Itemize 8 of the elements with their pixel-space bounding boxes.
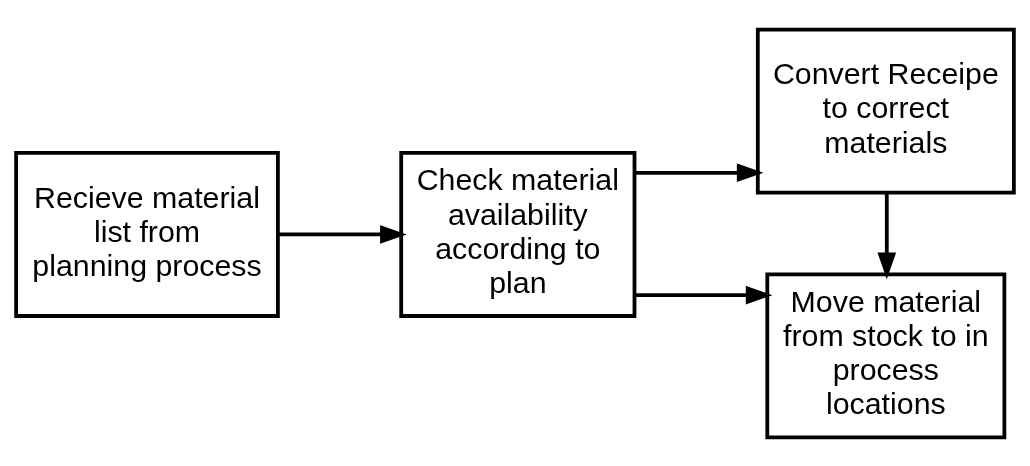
arrow	[634, 285, 773, 304]
arrow	[634, 163, 764, 182]
node-box: Check material availability according to plan	[399, 150, 637, 318]
node-box: Move material from stock to in process locations	[765, 271, 1007, 439]
node-box: Convert Receipe to correct materials	[755, 27, 1016, 195]
arrow	[877, 192, 897, 279]
arrow	[278, 224, 407, 244]
node-box: Recieve material list from planning process	[14, 150, 280, 318]
